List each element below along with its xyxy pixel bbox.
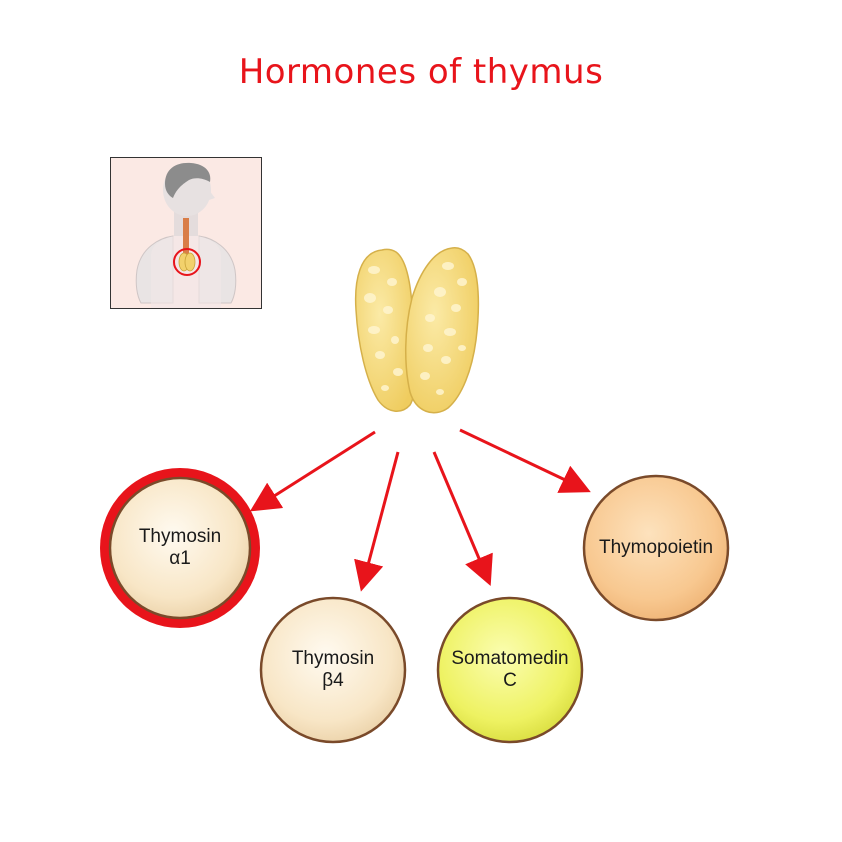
arrow-to-thymosin-beta4 [354, 451, 400, 592]
hormone-node-somatomedin-c [436, 596, 584, 744]
hormone-subname: C [503, 670, 517, 691]
human-torso-with-thymus-icon [110, 157, 262, 309]
hormone-name: Thymosin [291, 648, 375, 669]
arrow-to-thymopoietin [459, 428, 591, 493]
hormone-subname: β4 [322, 670, 344, 691]
arrow-to-thymosin-alpha1 [249, 430, 376, 512]
hormone-node-thymosin-alpha1 [100, 468, 260, 628]
hormone-node-thymopoietin [582, 474, 730, 622]
hormone-name: Somatomedin [451, 648, 569, 669]
hormone-node-thymosin-beta4 [259, 596, 407, 744]
hormone-label-thymosin-alpha1: Thymosin α1 [139, 526, 221, 570]
thymus-gland-icon [354, 247, 480, 414]
hormone-name: Thymosin [138, 526, 222, 547]
arrow-to-somatomedin-c [432, 451, 493, 587]
hormone-label-thymopoietin: Thymopoietin [599, 537, 713, 559]
hormone-subname: α1 [169, 548, 191, 569]
hormone-label-thymosin-beta4: Thymosin β4 [292, 648, 374, 692]
page-title: Hormones of thymus [238, 52, 604, 92]
hormone-label-somatomedin-c: Somatomedin C [451, 648, 568, 692]
hormone-name: Thymopoietin [598, 537, 714, 558]
